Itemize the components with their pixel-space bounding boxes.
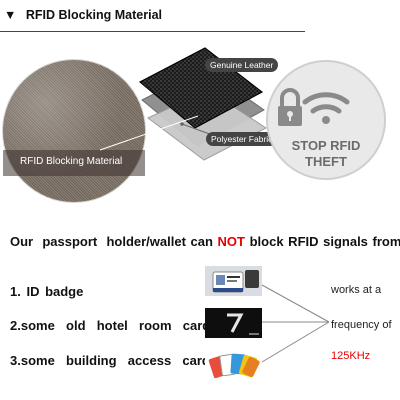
triangle-down-icon: ▼ xyxy=(4,8,17,22)
works-at-text: works at a xyxy=(331,284,382,296)
headline-end: block RFID signals from xyxy=(245,234,400,249)
theft-text: THEFT xyxy=(305,154,347,169)
fabric-label: RFID Blocking Material xyxy=(20,156,123,167)
header-divider xyxy=(0,31,305,32)
stop-theft-badge xyxy=(266,60,386,180)
headline-start: Our passport holder/wallet can xyxy=(10,234,218,249)
headline: Our passport holder/wallet can NOT block… xyxy=(10,234,400,249)
connector-line xyxy=(99,115,199,151)
list-item: 2.some old hotel room cards xyxy=(10,318,218,333)
frequency-value: 125KHz xyxy=(331,350,371,362)
id-badge-image xyxy=(205,266,262,296)
lock-wifi-icon xyxy=(278,88,350,126)
leather-label: Genuine Leather xyxy=(205,58,279,72)
fabric-label-band xyxy=(3,150,145,176)
connector-lines xyxy=(261,284,330,363)
stop-rfid-text: STOP RFID xyxy=(291,138,361,153)
section-title: RFID Blocking Material xyxy=(25,8,162,22)
section-header: ▼ RFID Blocking Material xyxy=(4,8,162,22)
list-item: 1. ID badge xyxy=(10,284,84,299)
headline-emphasis: NOT xyxy=(217,234,245,249)
connector-dot xyxy=(180,122,184,126)
frequency-of-text: frequency of xyxy=(331,319,392,331)
hotel-card-image xyxy=(205,308,262,338)
polyester-label: Polyester Fabric xyxy=(206,132,278,146)
fabric-closeup-image xyxy=(3,60,145,202)
access-cards-image xyxy=(205,349,262,383)
top-layer-overlay xyxy=(139,47,263,129)
